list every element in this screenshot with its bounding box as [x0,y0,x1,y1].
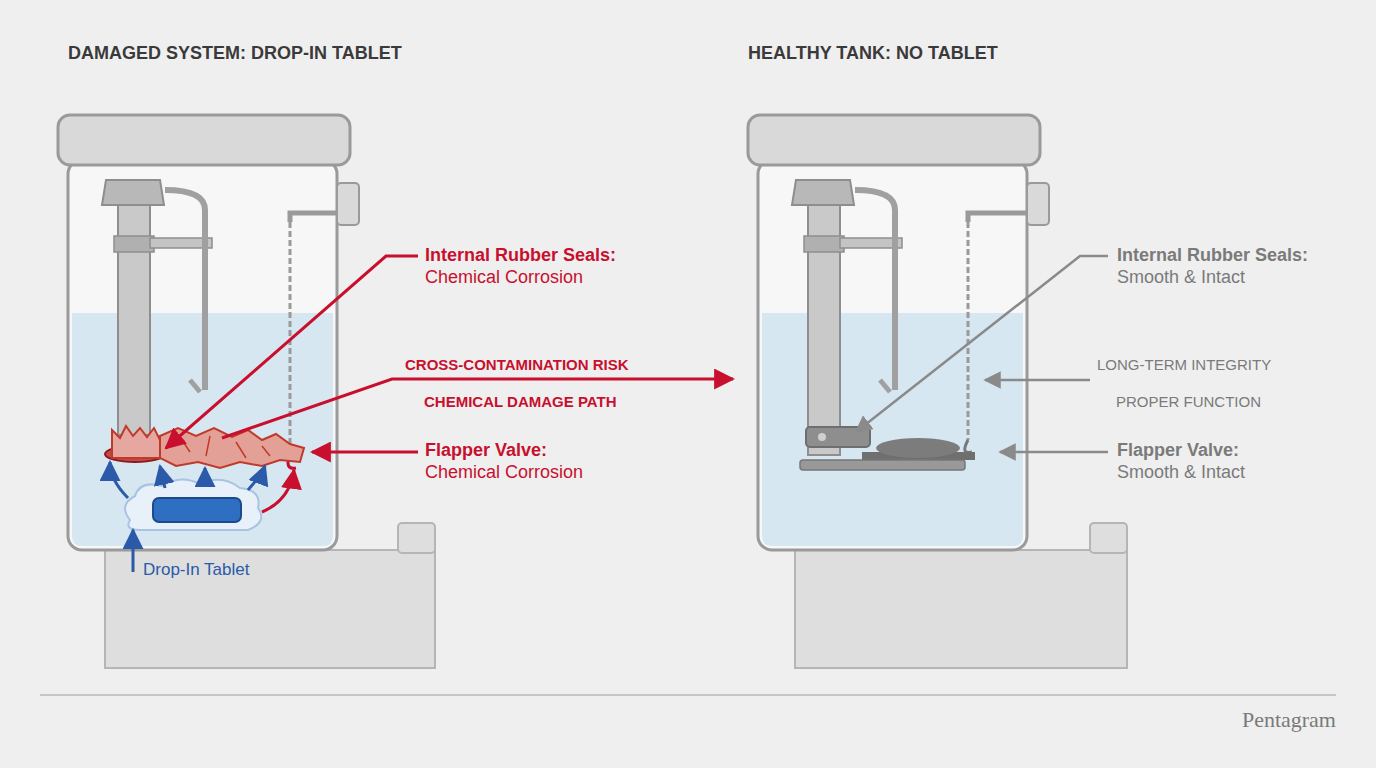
status-label: PROPER FUNCTION [1116,393,1261,410]
watermark: Pentagram [1242,707,1336,732]
path-label: CROSS-CONTAMINATION RISK [405,356,629,373]
callout-title: Flapper Valve: [425,440,547,461]
callout-title: Flapper Valve: [1117,440,1239,461]
panel-heading: DAMAGED SYSTEM: DROP-IN TABLET [68,43,402,64]
left-toilet [58,115,435,668]
callout-title: Internal Rubber Seals: [425,245,616,266]
callout-text: Smooth & Intact [1117,462,1245,483]
status-label: LONG-TERM INTEGRITY [1097,356,1271,373]
right-toilet [748,115,1127,668]
footer-rule [40,694,1336,696]
callout-text: Chemical Corrosion [425,267,583,288]
callout-title: Internal Rubber Seals: [1117,245,1308,266]
path-label: CHEMICAL DAMAGE PATH [424,393,617,410]
leader-lines [133,256,1108,572]
callout-text: Chemical Corrosion [425,462,583,483]
tablet-label: Drop-In Tablet [143,560,249,580]
callout-text: Smooth & Intact [1117,267,1245,288]
panel-heading: HEALTHY TANK: NO TABLET [748,43,998,64]
